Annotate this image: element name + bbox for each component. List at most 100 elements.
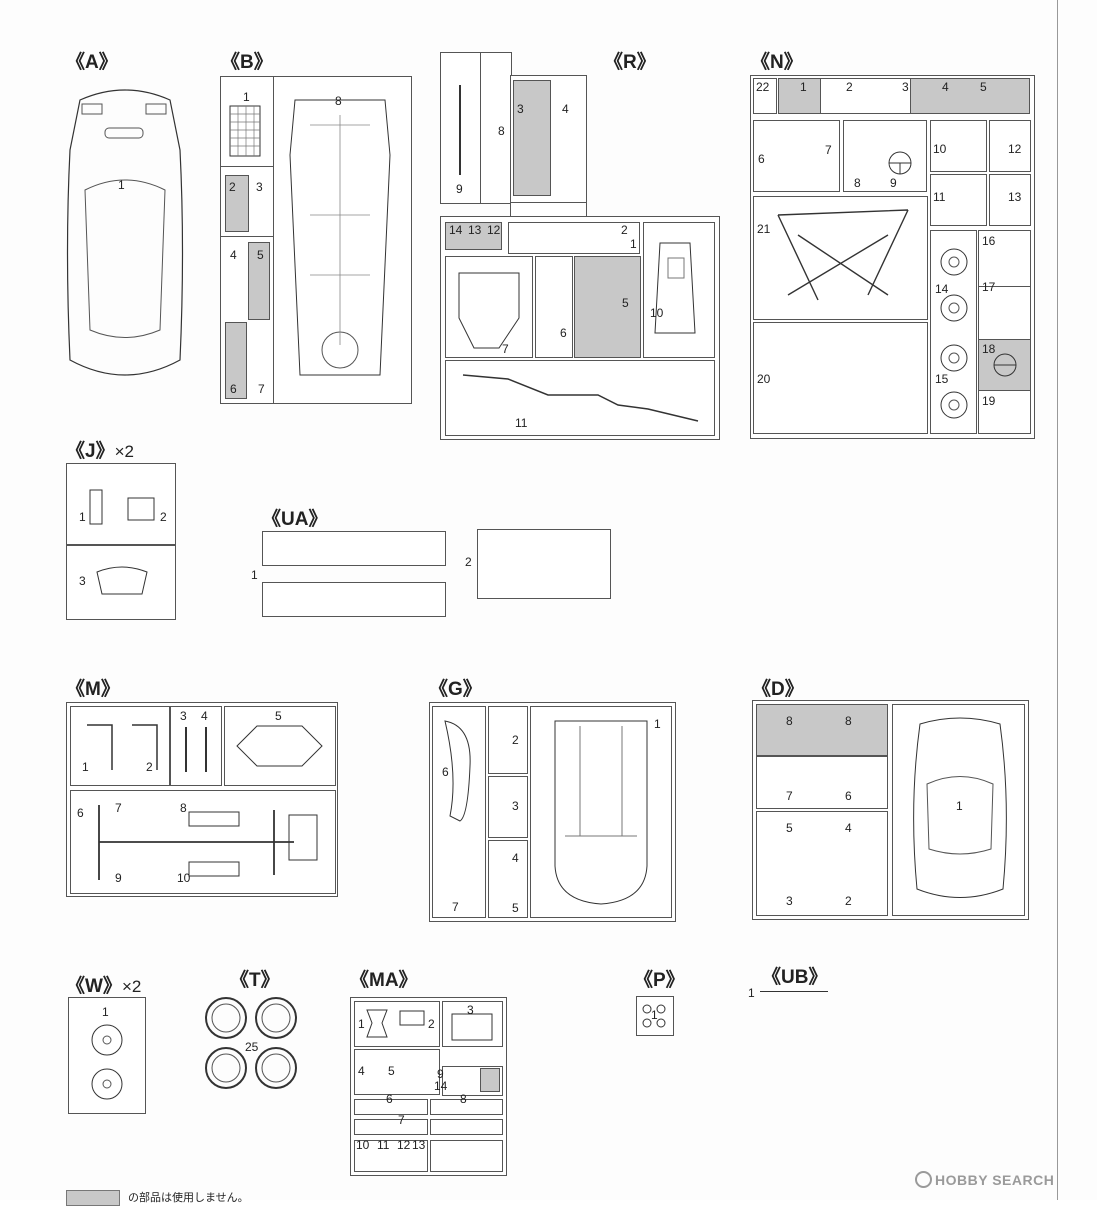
part-number: 9 xyxy=(437,1067,444,1081)
part-number: 7 xyxy=(258,382,265,396)
part-number: 1 xyxy=(251,568,258,582)
cell-m34 xyxy=(170,706,222,786)
part-number: 4 xyxy=(230,248,237,262)
part-number: 4 xyxy=(512,851,519,865)
part-number: 5 xyxy=(512,901,519,915)
part-number: 5 xyxy=(275,709,282,723)
part-number: 8 xyxy=(335,94,342,108)
part-number: 1 xyxy=(79,510,86,524)
part-number: 5 xyxy=(622,296,629,310)
part-number: 1 xyxy=(748,986,755,1000)
cell-n16 xyxy=(978,230,1031,287)
section-label-d: 《D》 xyxy=(752,679,804,700)
shaded-part xyxy=(756,704,888,756)
part-number: 6 xyxy=(230,382,237,396)
shaded-part xyxy=(574,256,641,358)
section-label-r: 《R》 xyxy=(604,52,656,73)
part-number: 4 xyxy=(562,102,569,116)
part-number: 5 xyxy=(388,1064,395,1078)
j-parts xyxy=(89,489,155,525)
part-number: 6 xyxy=(386,1092,393,1106)
part-number: 14 xyxy=(434,1079,448,1093)
part-number: 1 xyxy=(82,760,89,774)
part-number: 18 xyxy=(982,342,996,356)
part-number: 5 xyxy=(980,80,987,94)
shaded-part xyxy=(248,242,270,320)
chassis-part xyxy=(289,99,391,376)
part-number: 20 xyxy=(757,372,771,386)
part-number: 3 xyxy=(902,80,909,94)
part-number: 22 xyxy=(756,80,770,94)
wheel-rim-parts xyxy=(91,1024,123,1100)
hobby-search-logo-icon xyxy=(915,1171,932,1188)
cell-n17 xyxy=(978,286,1031,340)
part-number: 5 xyxy=(257,248,264,262)
part-number: 4 xyxy=(942,80,949,94)
steering-wheel-part xyxy=(993,353,1017,377)
part-number: 7 xyxy=(115,801,122,815)
cell-j12 xyxy=(66,463,176,545)
part-number: 3 xyxy=(256,180,263,194)
part-number: 1 xyxy=(800,80,807,94)
film-part xyxy=(760,991,828,992)
multiplier: ×2 xyxy=(121,977,142,996)
cell-n19 xyxy=(978,390,1031,434)
section-label-ub: 《UB》 xyxy=(762,967,828,988)
cell-ma45 xyxy=(354,1049,440,1095)
cell-d76 xyxy=(756,756,888,809)
runner-p xyxy=(636,996,674,1036)
part-number: 2 xyxy=(428,1017,435,1031)
section-label-text: 《W》 xyxy=(66,976,122,997)
section-label-ma: 《MA》 xyxy=(350,970,418,991)
interior-tub-part xyxy=(554,720,648,905)
cell-ma8 xyxy=(430,1099,503,1115)
shaded-part xyxy=(225,322,247,399)
window-part xyxy=(262,531,446,566)
part-number: 2 xyxy=(845,894,852,908)
part-number: 8 xyxy=(180,801,187,815)
part-number: 8 xyxy=(845,714,852,728)
part-number: 7 xyxy=(452,900,459,914)
cell-g45 xyxy=(488,840,528,918)
drivetrain-part xyxy=(98,805,318,880)
shaded-part xyxy=(445,222,502,250)
part-number: 10 xyxy=(933,142,947,156)
cell-n12 xyxy=(989,120,1031,172)
cell-ma10-13b xyxy=(430,1140,503,1172)
cell-g67 xyxy=(432,706,486,918)
part-number: 3 xyxy=(467,1003,474,1017)
steering-wheel-part xyxy=(888,151,912,175)
part-number: 1 xyxy=(102,1005,109,1019)
part-number: 9 xyxy=(456,182,463,196)
cell-n89 xyxy=(843,120,927,192)
part-number: 2 xyxy=(621,223,628,237)
cell-r10 xyxy=(643,222,715,358)
cell-n21 xyxy=(753,196,928,320)
part-number: 11 xyxy=(515,416,528,430)
cell-r8 xyxy=(480,52,512,204)
multiplier: ×2 xyxy=(114,442,134,461)
cell-d5432 xyxy=(756,811,888,916)
part-number: 16 xyxy=(982,234,996,248)
cell-n22 xyxy=(753,78,777,114)
part-number: 7 xyxy=(786,789,793,803)
part-number: 2 xyxy=(229,180,236,194)
part-number: 13 xyxy=(1008,190,1022,204)
part-number: 2 xyxy=(160,510,167,524)
part-number: 1 xyxy=(654,717,661,731)
window-part xyxy=(262,582,446,617)
body-shell-part xyxy=(913,717,1007,898)
cell-n67 xyxy=(753,120,840,192)
part-number: 13 xyxy=(468,223,482,237)
part-number: 2 xyxy=(846,80,853,94)
cell-ma8b xyxy=(430,1119,503,1135)
part-number: 10 xyxy=(356,1138,370,1152)
tire-parts xyxy=(205,997,297,1089)
panel-part xyxy=(458,272,520,349)
cell-r6 xyxy=(535,256,573,358)
part-number: 4 xyxy=(358,1064,365,1078)
part-number: 8 xyxy=(854,176,861,190)
part-number: 11 xyxy=(377,1138,390,1152)
rod-part xyxy=(462,374,699,422)
